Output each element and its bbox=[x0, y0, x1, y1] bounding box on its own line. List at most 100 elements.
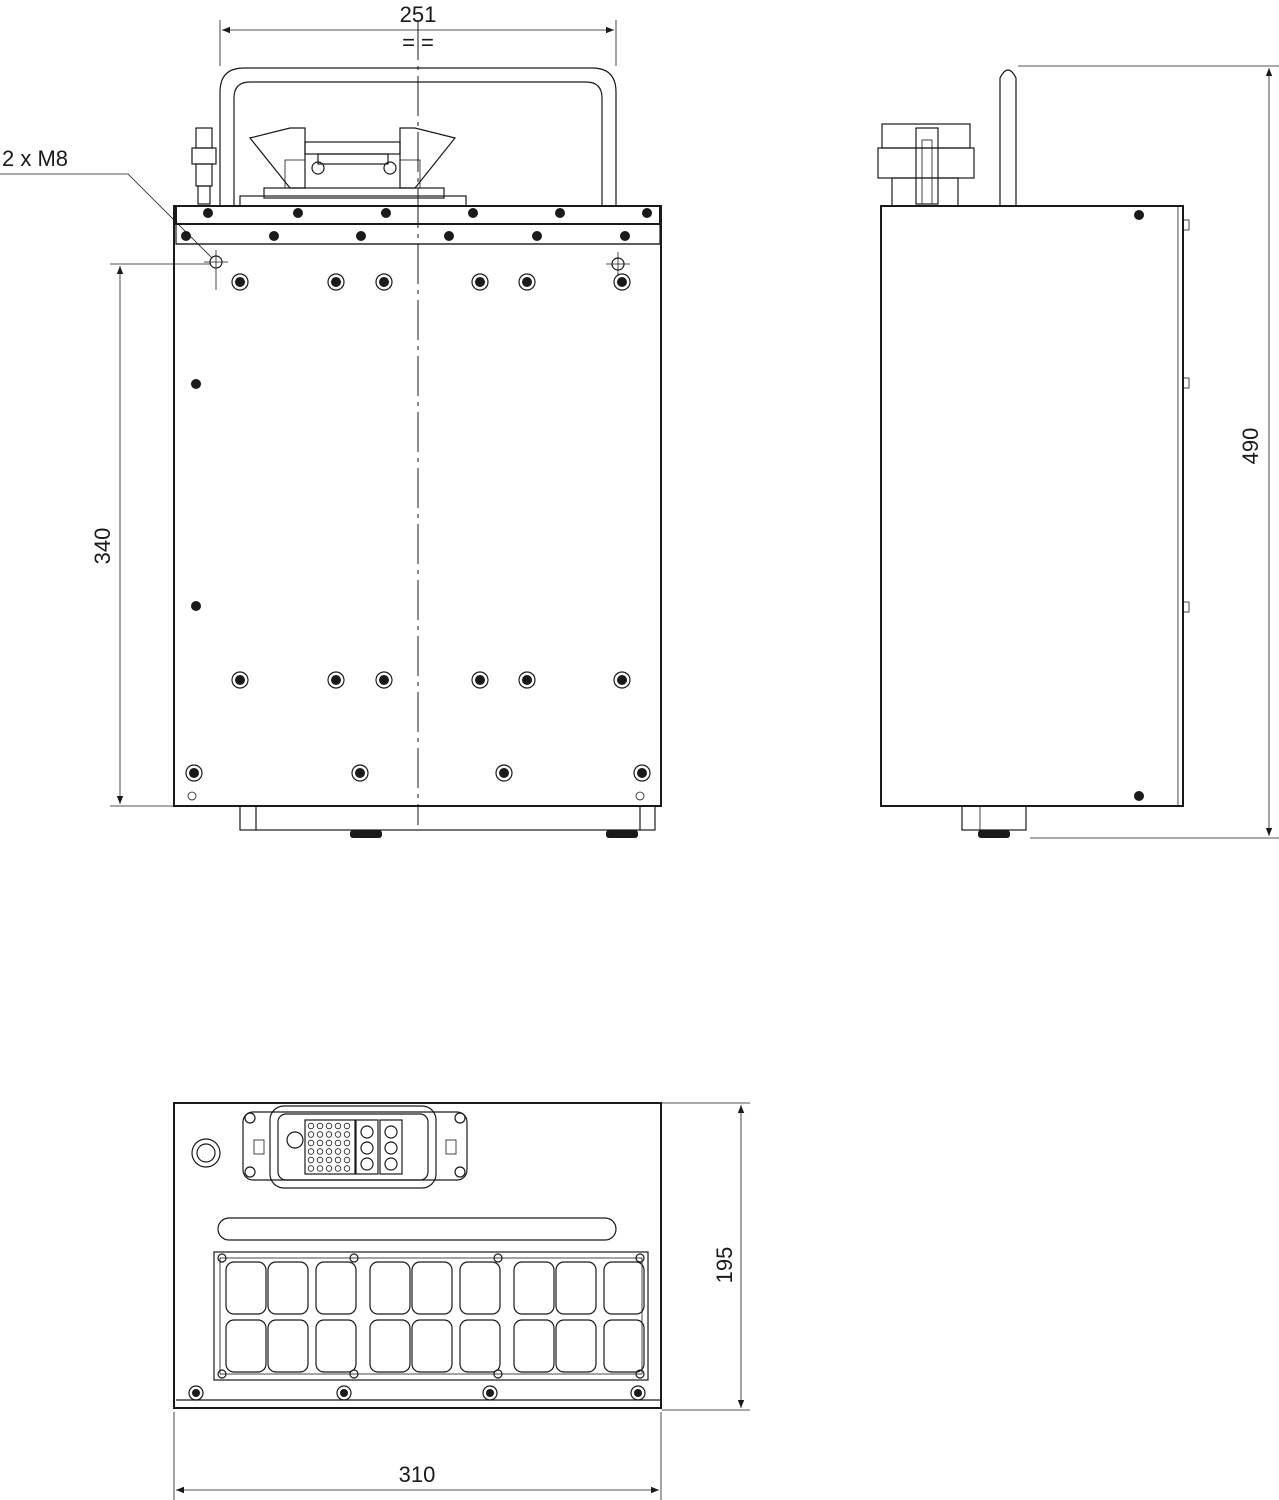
vent-cell bbox=[603, 1319, 645, 1373]
dimension-251-label: 251 bbox=[400, 2, 437, 27]
vent-cell bbox=[267, 1319, 309, 1373]
pin bbox=[307, 1156, 315, 1164]
screw bbox=[231, 273, 249, 291]
vent-cell bbox=[459, 1261, 501, 1315]
screw bbox=[185, 764, 203, 782]
vent-cell bbox=[555, 1261, 597, 1315]
screw bbox=[630, 1385, 646, 1401]
pin bbox=[334, 1165, 342, 1172]
screw bbox=[518, 273, 536, 291]
foot bbox=[606, 830, 638, 838]
screw bbox=[468, 208, 478, 218]
dimension-490-label: 490 bbox=[1238, 428, 1263, 465]
bottom-connector bbox=[242, 1105, 468, 1189]
vent-cell bbox=[411, 1261, 453, 1315]
thread-note-label: 2 x M8 bbox=[2, 146, 68, 171]
vent-cell bbox=[369, 1319, 411, 1373]
screw bbox=[635, 1253, 645, 1263]
vent-panel bbox=[213, 1251, 649, 1381]
vent-cell bbox=[513, 1261, 555, 1315]
bottom-cable-gland bbox=[191, 1138, 221, 1168]
side-body bbox=[880, 205, 1184, 807]
dimension-195-label: 195 bbox=[712, 1247, 737, 1284]
equal-marks: = = bbox=[402, 30, 434, 55]
pin bbox=[316, 1156, 324, 1164]
bottom-view: 195 310 bbox=[173, 1102, 750, 1500]
pin bbox=[343, 1148, 351, 1155]
screw bbox=[351, 764, 369, 782]
screw bbox=[1134, 210, 1144, 220]
screw bbox=[555, 208, 565, 218]
dimension-height-front: 340 bbox=[90, 263, 210, 807]
screw bbox=[356, 231, 366, 241]
thread-note: 2 x M8 bbox=[0, 146, 213, 259]
dimension-width-bottom: 310 bbox=[173, 1412, 662, 1500]
side-connector bbox=[877, 123, 975, 207]
pin bbox=[334, 1148, 342, 1155]
screw bbox=[495, 764, 513, 782]
foot bbox=[978, 830, 1010, 838]
side-base bbox=[961, 805, 1027, 831]
vent-cell bbox=[603, 1261, 645, 1315]
pin bbox=[334, 1139, 342, 1147]
pin bbox=[316, 1131, 324, 1138]
screw bbox=[349, 1369, 359, 1379]
pin bbox=[316, 1148, 324, 1155]
pin bbox=[334, 1122, 342, 1130]
pin bbox=[307, 1139, 315, 1147]
vent-cell bbox=[225, 1261, 267, 1315]
screw bbox=[493, 1253, 503, 1263]
screw bbox=[375, 273, 393, 291]
pin bbox=[325, 1131, 333, 1138]
vent-cell bbox=[225, 1319, 267, 1373]
vent-cell bbox=[513, 1319, 555, 1373]
vent-cell bbox=[555, 1319, 597, 1373]
dimension-width-top: 251 bbox=[219, 2, 617, 66]
screw bbox=[349, 1253, 359, 1263]
vent-cells bbox=[225, 1261, 645, 1373]
front-view: = = 251 2 x M8 bbox=[0, 2, 662, 838]
pin bbox=[325, 1156, 333, 1164]
pin bbox=[307, 1122, 315, 1130]
cable-gland bbox=[191, 127, 217, 205]
thread-marker-right bbox=[606, 252, 630, 276]
screw bbox=[231, 671, 249, 689]
screw bbox=[471, 273, 489, 291]
screw bbox=[181, 231, 191, 241]
screw bbox=[217, 1369, 227, 1379]
screw bbox=[642, 208, 652, 218]
pin bbox=[316, 1122, 324, 1130]
bottom-body bbox=[173, 1102, 662, 1409]
pin bbox=[316, 1165, 324, 1172]
pin bbox=[325, 1165, 333, 1172]
side-handle bbox=[999, 69, 1017, 205]
screw bbox=[293, 208, 303, 218]
pin bbox=[325, 1148, 333, 1155]
vent-cell bbox=[369, 1261, 411, 1315]
top-connector bbox=[239, 127, 467, 207]
thread-marker-left bbox=[204, 250, 228, 290]
pin bbox=[316, 1139, 324, 1147]
screw bbox=[482, 1385, 498, 1401]
screw bbox=[336, 1385, 352, 1401]
screw bbox=[471, 671, 489, 689]
screw bbox=[518, 671, 536, 689]
screw bbox=[444, 231, 454, 241]
pin bbox=[307, 1131, 315, 1138]
screw bbox=[327, 671, 345, 689]
screw bbox=[191, 379, 201, 389]
pin bbox=[325, 1122, 333, 1130]
vent-cell bbox=[315, 1261, 357, 1315]
dimension-depth-bottom: 195 bbox=[662, 1102, 750, 1411]
screw bbox=[327, 273, 345, 291]
pin bbox=[343, 1165, 351, 1172]
screw bbox=[635, 1369, 645, 1379]
pin bbox=[343, 1156, 351, 1164]
screw bbox=[532, 231, 542, 241]
screw bbox=[203, 208, 213, 218]
screw bbox=[381, 208, 391, 218]
screw bbox=[633, 764, 651, 782]
screw bbox=[191, 601, 201, 611]
vent-cell bbox=[315, 1319, 357, 1373]
